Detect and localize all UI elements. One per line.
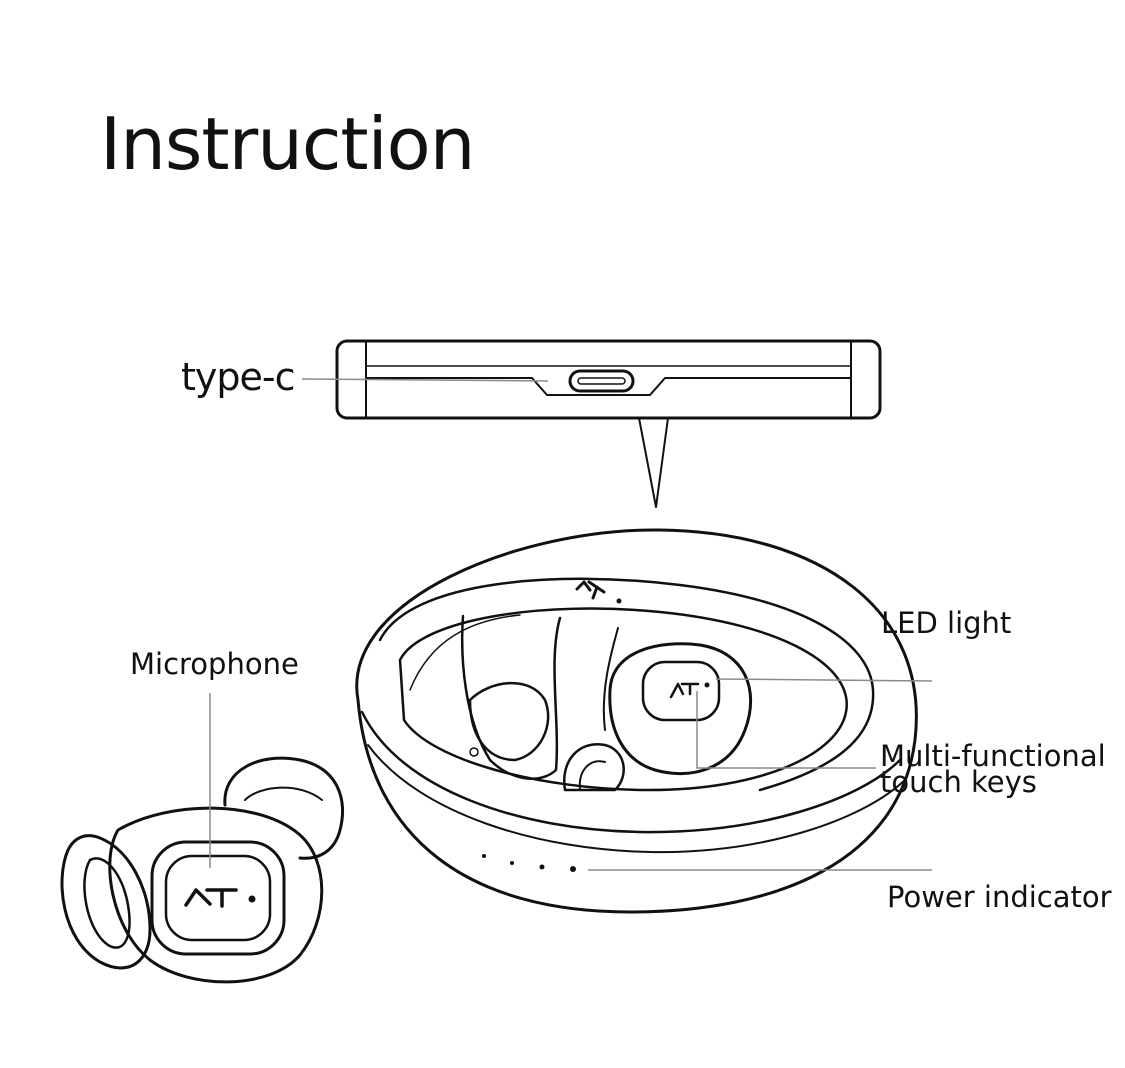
label-power-indicator: Power indicator <box>887 880 1112 914</box>
power-indicator-dots <box>482 854 576 872</box>
label-led-light: LED light <box>881 606 1012 640</box>
label-touch-keys-line1: Multi-functional <box>880 739 1106 773</box>
leader-type-c <box>301 378 549 382</box>
earbud <box>60 756 345 984</box>
label-touch-keys: Multi-functional touch keys <box>880 739 1106 799</box>
label-touch-keys-line2: touch keys <box>880 765 1037 799</box>
brand-logo-icon <box>669 682 710 699</box>
page-title: Instruction <box>100 102 475 186</box>
usb-c-port-icon <box>568 369 635 393</box>
leader-touch-keys <box>696 691 876 769</box>
charging-case <box>355 528 918 914</box>
earbud-logo-icon <box>184 888 256 908</box>
case-logo-icon <box>575 580 622 604</box>
case-bottom-view <box>335 339 882 508</box>
label-microphone: Microphone <box>130 647 299 681</box>
leader-led-light <box>715 678 933 682</box>
label-type-c: type-c <box>181 355 295 399</box>
